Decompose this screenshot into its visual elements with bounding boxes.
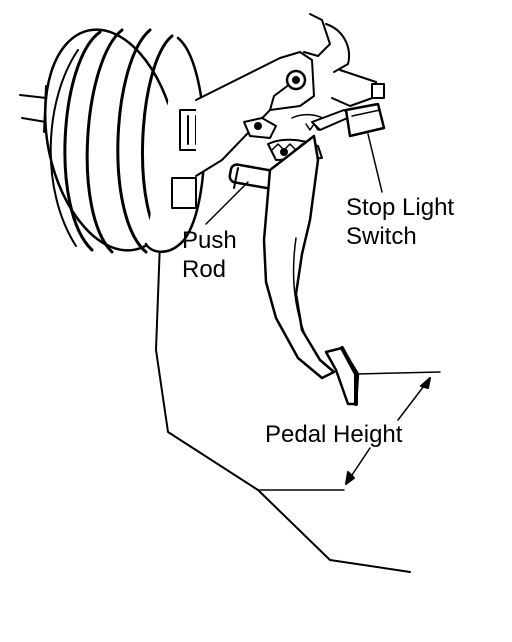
push-rod-label-line-2: Rod (182, 256, 227, 283)
pedal-height-dimension (257, 371, 441, 491)
stop-light-switch-label-line-2: Switch (346, 223, 417, 250)
push-rod-label: Push Rod (182, 226, 237, 284)
stop-light-switch-label-line-1: Stop Light (346, 194, 455, 221)
pedal-height-label: Pedal Height (265, 420, 402, 449)
stop-light-switch-part (311, 83, 386, 193)
push-rod-label-line-1: Push (182, 227, 237, 254)
floor-outline (155, 241, 411, 573)
pedal-bracket (195, 13, 379, 177)
brake-pedal-arm (262, 134, 360, 406)
pedal-height-label-text: Pedal Height (265, 421, 403, 448)
stop-light-leader-line (367, 133, 383, 193)
brake-booster (19, 28, 237, 254)
stop-light-switch-label: Stop Light Switch (346, 193, 454, 251)
push-rod-leader-line (205, 181, 249, 225)
